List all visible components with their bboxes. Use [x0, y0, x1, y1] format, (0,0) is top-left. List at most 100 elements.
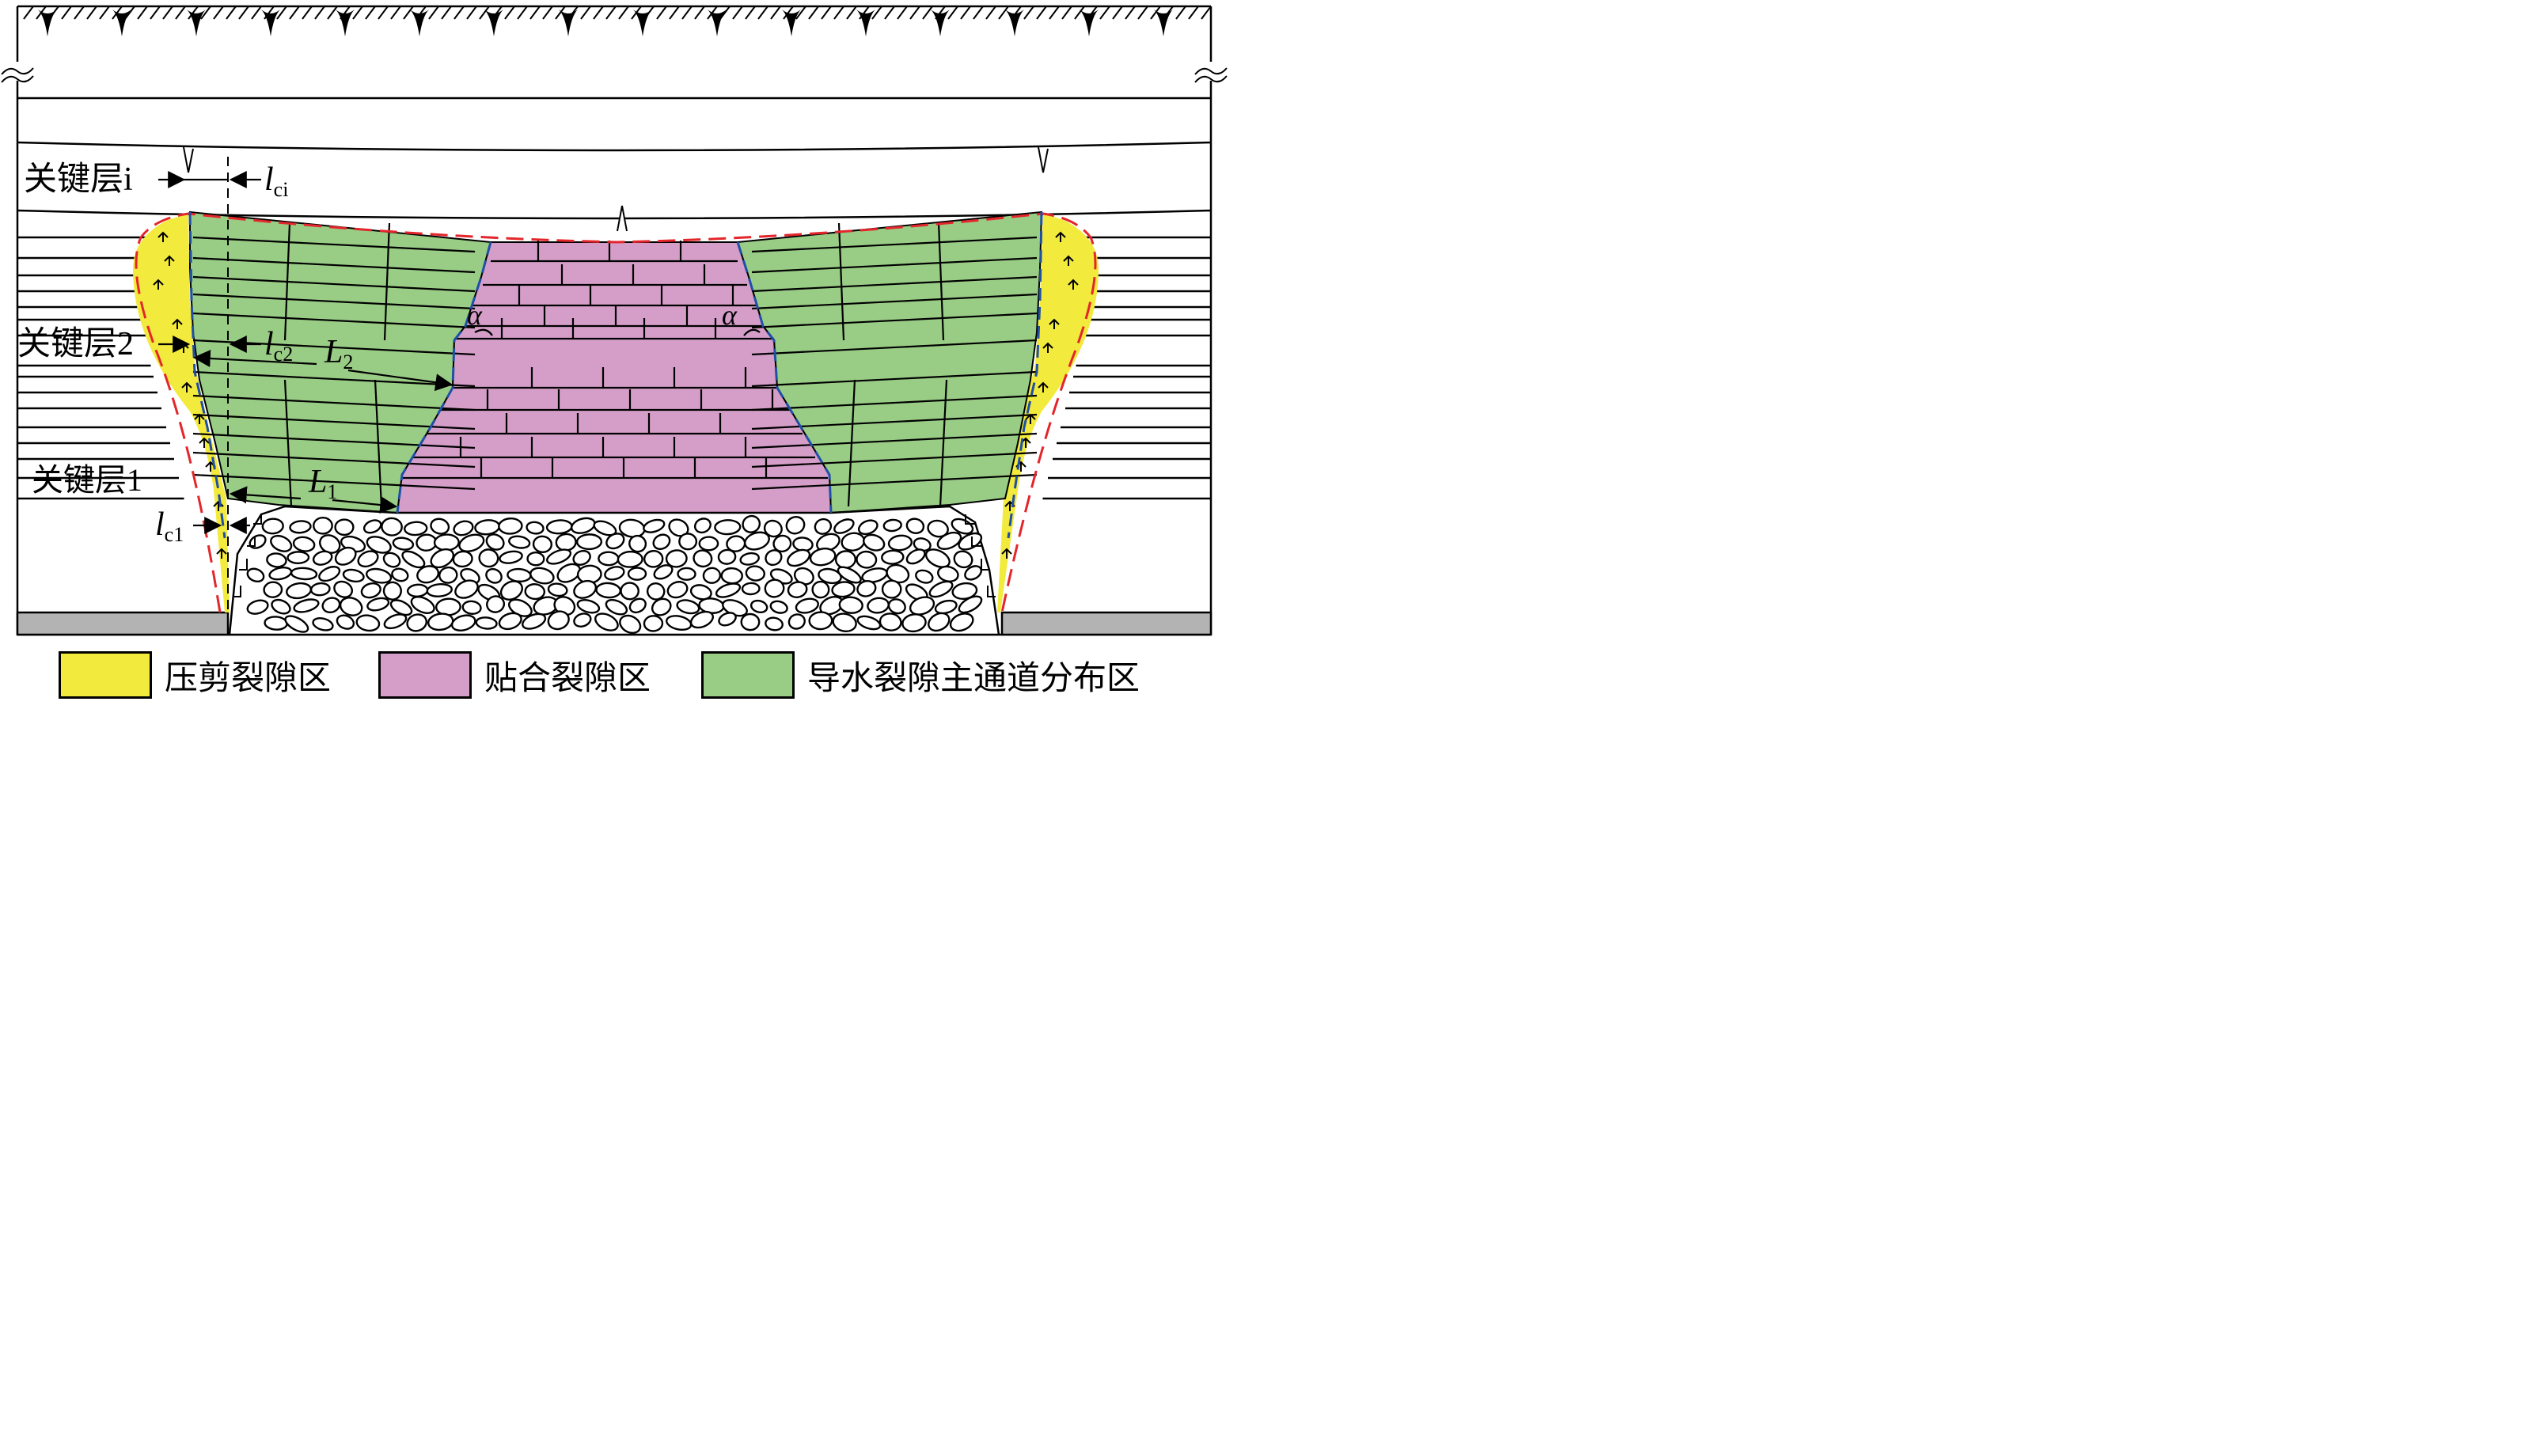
- rock-fragment: [677, 567, 696, 581]
- hatch-mark: [61, 6, 72, 20]
- rock-fragment: [290, 567, 318, 581]
- bedding-line: [192, 432, 476, 449]
- rock-fragment: [620, 582, 639, 601]
- hatch-mark: [580, 6, 591, 20]
- label-lc1: l: [155, 506, 165, 543]
- vegetation-icon: [1080, 9, 1099, 36]
- rock-fragment: [404, 521, 428, 537]
- rock-fragment: [360, 582, 381, 599]
- rock-fragment: [524, 583, 546, 601]
- hatch-mark: [821, 6, 832, 20]
- bedding-line: [192, 236, 476, 253]
- legend-label: 压剪裂隙区: [165, 658, 332, 697]
- tension-cracks: [183, 146, 1049, 232]
- label-lci-sub: ci: [274, 178, 289, 201]
- rock-fragment: [953, 550, 973, 569]
- label-alpha-left: α: [467, 299, 483, 331]
- rock-fragment: [915, 569, 934, 584]
- vegetation-icon: [112, 9, 131, 36]
- legend-label: 导水裂隙主通道分布区: [807, 658, 1140, 697]
- bedding-line: [751, 451, 1038, 468]
- rock-fragment: [406, 583, 429, 598]
- hatch-mark: [909, 6, 920, 20]
- shear-fragment: [1042, 342, 1053, 353]
- rock-fragment: [785, 515, 806, 535]
- hatch-mark: [200, 6, 211, 20]
- hatch-mark: [517, 6, 528, 20]
- hatch-mark: [441, 6, 452, 20]
- hatch-mark: [162, 6, 173, 20]
- rock-fragment: [764, 578, 785, 598]
- rock-fragment: [382, 581, 402, 601]
- hatch-mark: [1036, 6, 1047, 20]
- rock-fragment: [246, 599, 269, 615]
- rock-fragment: [863, 533, 886, 552]
- rock-fragment: [715, 582, 742, 598]
- rock-fragment: [342, 568, 365, 583]
- hatch-mark: [327, 6, 338, 20]
- rock-fragment: [856, 550, 878, 569]
- fracture-boundary-red: [135, 212, 1097, 613]
- rock-fragment: [366, 597, 390, 612]
- legend-swatch-yellow: [59, 651, 152, 699]
- vegetation-icon: [559, 9, 578, 36]
- vegetation-icon: [708, 9, 727, 36]
- rock-fragment: [668, 518, 689, 537]
- hatch-mark: [479, 6, 490, 20]
- overburden-fracture-diagram: 关键层i 关键层2 关键层1 lci lc2 L2 L1 lc1 α α: [1, 5, 1228, 636]
- rock-fragment: [928, 580, 954, 598]
- hatch-mark: [605, 6, 617, 20]
- rock-fragment: [765, 549, 783, 567]
- block-joint: [374, 379, 383, 507]
- rock-fragment: [676, 599, 700, 615]
- rock-fragment: [643, 550, 664, 568]
- rock-fragment: [928, 612, 951, 632]
- rock-fragment: [951, 582, 978, 601]
- hatch-mark: [352, 6, 363, 20]
- bedding-line: [192, 394, 476, 411]
- bedding-line: [192, 275, 476, 293]
- rock-fragment: [598, 551, 620, 567]
- rock-fragment: [593, 520, 617, 537]
- rock-fragment: [391, 567, 409, 582]
- shear-fragment: [1068, 279, 1079, 290]
- vegetation-icon: [931, 9, 950, 36]
- shear-fragment: [164, 255, 175, 266]
- rock-fragment: [689, 610, 714, 629]
- rock-fragment: [545, 519, 573, 535]
- block-joint: [283, 379, 293, 507]
- label-alpha-right: α: [722, 299, 738, 331]
- shear-fragment: [194, 413, 205, 424]
- ground-surface: [17, 5, 1212, 36]
- rock-fragment: [702, 567, 722, 584]
- rock-fragment: [339, 597, 363, 616]
- hatch-mark: [1061, 6, 1072, 20]
- rock-fragment: [689, 584, 712, 601]
- rock-fragment: [498, 612, 522, 631]
- rock-fragment: [856, 615, 882, 631]
- rock-fragment: [749, 599, 768, 614]
- label-key-layer-2: 关键层2: [17, 326, 134, 362]
- rock-fragment: [266, 552, 287, 568]
- hatch-mark: [289, 6, 300, 20]
- rock-fragment: [312, 617, 334, 631]
- rock-fragment: [289, 520, 312, 534]
- rock-fragment: [264, 616, 288, 631]
- dimension-arrows: [158, 171, 761, 534]
- hatch-mark: [669, 6, 680, 20]
- rock-fragment: [499, 580, 523, 601]
- hatch-mark: [390, 6, 401, 20]
- hatch-mark: [922, 6, 933, 20]
- hatch-mark: [973, 6, 984, 20]
- rock-fragment: [336, 614, 355, 630]
- rock-fragment: [461, 600, 482, 615]
- rock-fragment: [927, 519, 949, 538]
- rock-fragment: [475, 616, 498, 630]
- hatch-mark: [593, 6, 604, 20]
- hatch-mark: [1137, 6, 1148, 20]
- hatch-mark: [74, 6, 85, 20]
- hatch-mark: [1175, 6, 1186, 20]
- hatch-mark: [529, 6, 541, 20]
- upper-strata-lines: [17, 97, 1212, 220]
- hatch-mark: [745, 6, 756, 20]
